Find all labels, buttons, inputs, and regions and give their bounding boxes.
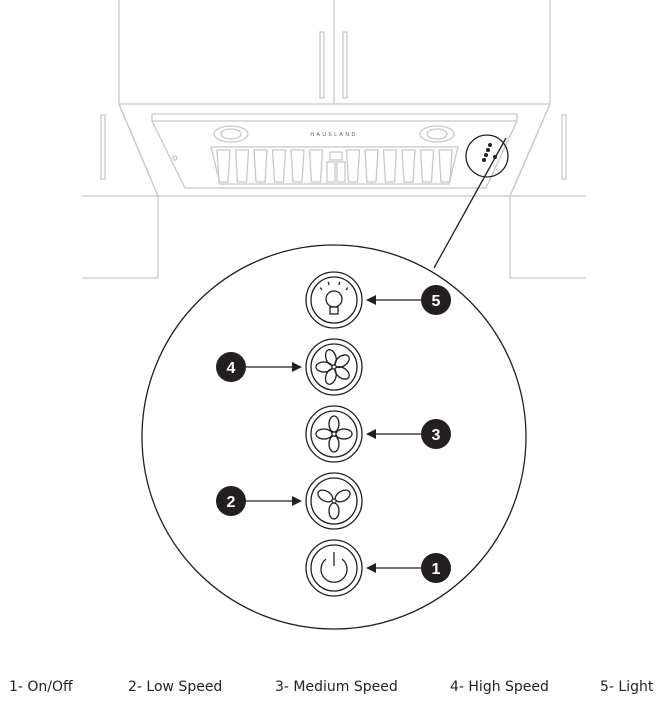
badge-number: 5 — [432, 293, 441, 310]
number-badge: 5 — [421, 285, 451, 315]
cabinets — [82, 0, 586, 279]
callout-arrow — [246, 362, 302, 372]
number-badge: 2 — [216, 486, 246, 516]
button-1 — [305, 539, 363, 597]
legend-low-speed: 2- Low Speed — [128, 679, 223, 695]
button-4 — [305, 338, 363, 396]
legend-high-speed: 4- High Speed — [450, 679, 549, 695]
badge-number: 4 — [227, 360, 236, 377]
badge-number: 1 — [432, 561, 441, 578]
button-2 — [305, 472, 363, 530]
badge-number: 3 — [432, 427, 441, 444]
button-3 — [305, 405, 363, 463]
range-hood — [118, 103, 551, 197]
brand-logo: HAUSLAND — [310, 132, 357, 138]
fan-low-icon — [317, 489, 351, 520]
legend-light: 5- Light — [600, 679, 654, 695]
light-bulb-icon — [319, 281, 349, 315]
callout-arrow — [366, 295, 421, 305]
legend-medium-speed: 3- Medium Speed — [275, 679, 398, 695]
legend-on-off: 1- On/Off — [9, 679, 73, 695]
number-badge: 4 — [216, 352, 246, 382]
callout-arrow — [366, 429, 421, 439]
number-badge: 3 — [421, 419, 451, 449]
fan-medium-icon — [315, 415, 353, 453]
power-icon — [320, 552, 348, 583]
fan-high-icon — [315, 349, 350, 385]
badge-number: 2 — [227, 494, 236, 511]
button-5 — [305, 271, 363, 329]
callout-arrow — [366, 563, 421, 573]
number-badge: 1 — [421, 553, 451, 583]
control-panel-callout — [141, 134, 527, 630]
callout-arrow — [246, 496, 302, 506]
